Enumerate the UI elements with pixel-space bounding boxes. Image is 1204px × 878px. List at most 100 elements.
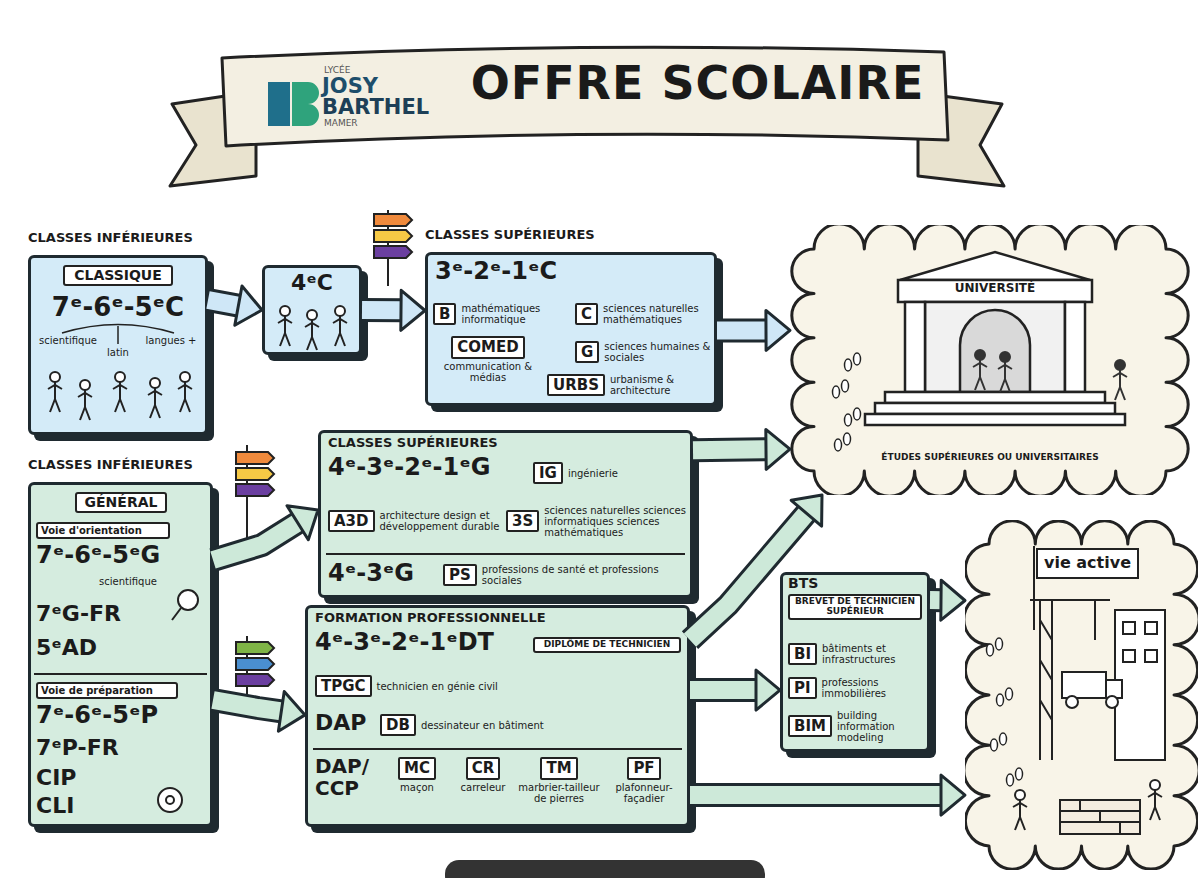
course-item: DBdessinateur en bâtiment [380,709,590,741]
section-box: FORMATION PROFESSIONNELLE4ᵉ-3ᵉ-2ᵉ-1ᵉDTDI… [305,605,690,827]
tag-label: GÉNÉRAL [75,492,167,513]
course-code: BI [788,643,817,666]
arrow-outline [690,678,758,702]
course-code: G [575,341,599,364]
course-item: PIprofessions immobilières [788,672,924,704]
arrow-outline [717,318,768,342]
node-text: vie active [1038,554,1137,572]
node-text: CLASSES INFÉRIEURES [28,231,228,245]
banner-ribbon [222,47,948,146]
signpost [236,658,274,670]
cloud-outline [965,521,1198,869]
flow-arrow [717,310,790,350]
section-box: CLASSES INFÉRIEURESGÉNÉRALVoie d'orienta… [28,482,213,827]
course-code: A3D [328,510,375,533]
signpost [236,674,274,686]
building-site [1094,600,1096,640]
node-text: 3ᵉ-2ᵉ-1ᵉC [435,258,615,284]
section-box: CLASSES SUPÉRIEURES3ᵉ-2ᵉ-1ᵉCBmathématiqu… [425,252,717,406]
building-site [1106,696,1118,708]
signpost [374,230,412,242]
course-item: MC maçon [385,757,449,817]
thought-cloud: vie active [965,520,1198,870]
course-code: MC [398,757,436,780]
arrow-body [213,522,299,560]
arrow-outline [213,700,283,712]
branch-lines [117,326,119,344]
flow-arrow [213,692,305,732]
flag [1037,549,1138,578]
arrow-head [287,506,318,540]
signpost [374,210,412,286]
node-text: FORMATION PROFESSIONNELLE [315,611,575,625]
node-text: 4ᵉ-3ᵉG [328,560,438,586]
arrow-body [208,300,240,306]
course-description: architecture design et développement dur… [380,510,501,532]
logo-text: JOSY [322,76,378,97]
university-building [885,392,1105,403]
toolbar [445,860,765,878]
tag-label: CLASSIQUE [63,265,173,286]
dividers [326,553,685,555]
node-text: 4ᵉ-3ᵉ-2ᵉ-1ᵉG [328,454,528,480]
logo-text: MAMER [324,119,358,128]
school-logo [268,82,290,126]
section-box: 4ᵉC [262,265,362,355]
course-code: C [575,303,598,326]
course-item: 3Ssciences naturelles sciences informati… [506,492,686,550]
course-description: technicien en génie civil [377,681,498,692]
course-description: building information modeling [837,710,924,743]
flow-arrow [208,286,262,325]
building-site [1060,800,1140,834]
gear [158,788,182,812]
arrow-head [766,310,790,350]
node-text: latin [100,347,136,358]
course-code: URBS [547,374,605,397]
node-text: BTS [788,576,848,591]
title: OFFRE SCOLAIRE [455,60,940,106]
signpost [374,214,412,226]
course-item: BIMbuilding information modeling [788,706,924,746]
students [973,350,987,390]
university-building [865,414,1125,425]
building-site [1123,622,1135,634]
node-text: ÉTUDES SUPÉRIEURES OU UNIVERSITAIRES [860,453,1120,463]
university-building [960,310,1030,392]
gear [166,796,174,804]
course-code: PF [627,757,660,780]
arrow-body [362,301,403,319]
course-code: COMED [451,336,524,359]
course-description: bâtiments et infrastructures [822,643,924,665]
node-text: scientifique [88,576,168,587]
flow-arrow [690,670,780,710]
course-description: sciences naturelles mathématiques [603,303,713,325]
section-box: CLASSES SUPÉRIEURES4ᵉ-3ᵉ-2ᵉ-1ᵉG4ᵉ-3ᵉGIGi… [318,430,693,598]
node-text: langues + [138,335,204,346]
tag-label: Voie de préparation [36,682,178,699]
node-text: 7ᵉ-6ᵉ-5ᵉC [33,293,203,322]
arrow-outline [362,298,403,322]
course-description: maçon [400,782,434,793]
node-text: CLASSES INFÉRIEURES [28,458,228,472]
course-code: PI [788,677,817,700]
course-description: sciences humaines & sociales [604,341,713,363]
section-box: CLASSES INFÉRIEURESCLASSIQUE7ᵉ-6ᵉ-5ᵉCsci… [28,255,208,435]
tag-label: Voie d'orientation [36,522,170,539]
arrow-body [213,700,283,712]
school-logo [268,82,319,126]
gear [158,788,182,812]
course-code: DB [380,714,416,737]
flow-arrow [930,580,965,620]
thought-cloud: UNIVERSITÉÉTUDES SUPÉRIEURES OU UNIVERSI… [790,225,1190,495]
course-description: plafonneur-façadier [603,782,685,804]
course-item: URBSurbanisme & architecture [547,370,713,400]
course-description: carreleur [461,782,506,793]
node-text: 7ᵉ-6ᵉ-5ᵉP [36,702,208,728]
arrow-head [791,495,822,526]
flow-arrow [362,290,425,330]
node-text: 5ᵉAD [36,636,136,660]
university-building [898,280,1092,302]
signpost [236,484,274,496]
school-logo [292,82,319,126]
course-item: PSprofessions de santé et professions so… [443,558,683,592]
